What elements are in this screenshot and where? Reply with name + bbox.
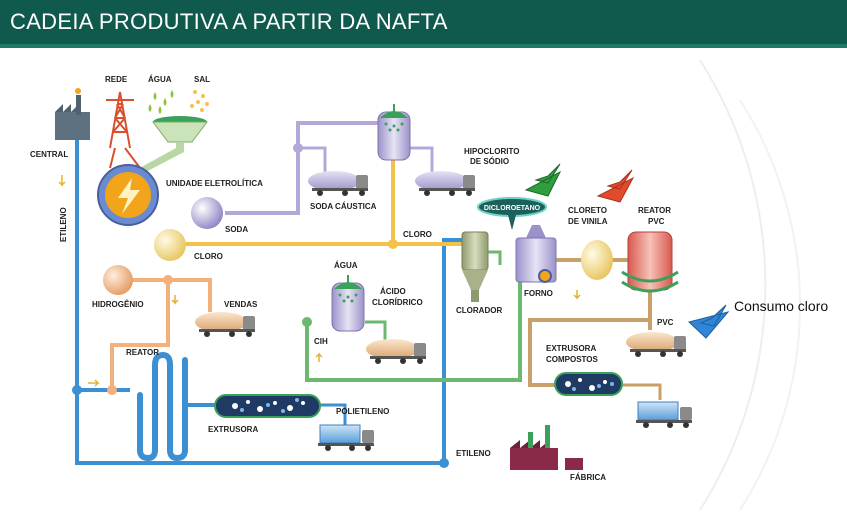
label-hidrogenio: HIDROGÊNIO <box>92 300 144 309</box>
soda-truck-pipe <box>298 146 327 172</box>
tank-truck-icon <box>195 312 255 337</box>
label-sal: SAL <box>194 75 210 84</box>
power-tower-icon <box>106 91 134 149</box>
pipe-junction <box>388 239 398 249</box>
flow-arrow-icon <box>315 352 323 362</box>
compostos-truck-pipe <box>622 383 662 400</box>
label-rede: REDE <box>105 75 128 84</box>
pipe-junction <box>302 317 312 327</box>
pipe-junction <box>72 385 82 395</box>
label-acido-l1: ÁCIDO <box>380 287 406 296</box>
clorador-column <box>461 231 489 302</box>
soda-pipe <box>225 121 378 215</box>
tank-truck-icon <box>366 339 426 364</box>
label-central: CENTRAL <box>30 150 68 159</box>
clorador-forno-pipe <box>488 250 502 265</box>
hidrogenio-pipe <box>120 278 212 312</box>
label-reator: REATOR <box>126 348 159 357</box>
cloro-sphere <box>154 229 186 261</box>
background-arc <box>739 99 801 511</box>
header-accent-strip <box>0 44 847 48</box>
label-extrusora: EXTRUSORA <box>208 425 258 434</box>
label-cloro-left: CLORO <box>194 252 223 261</box>
label-fabrica: FÁBRICA <box>570 473 606 482</box>
pipe-junction <box>163 275 173 285</box>
label-extrusora-compostos-l2: COMPOSTOS <box>546 355 599 364</box>
green-arrow-icon <box>524 163 562 197</box>
label-hipoclorito-l1: HIPOCLORITO <box>464 147 519 156</box>
background-arc <box>699 59 767 511</box>
salt-grains-icon <box>190 90 209 112</box>
label-soda: SODA <box>225 225 248 234</box>
label-soda-caustica: SODA CÁUSTICA <box>310 202 377 211</box>
electrolytic-unit <box>97 147 159 226</box>
label-extrusora-compostos-l1: EXTRUSORA <box>546 344 596 353</box>
dicloroetano-bubble <box>477 197 547 230</box>
label-hipoclorito-l2: DE SÓDIO <box>470 157 509 166</box>
forno-column <box>515 225 557 283</box>
flow-arrow-icon <box>171 295 179 305</box>
label-etileno-vertical: ETILENO <box>59 207 68 242</box>
hidrogenio-reator-pipe <box>110 280 170 390</box>
tank-truck-icon <box>415 171 475 196</box>
hipoclorito-pipe <box>410 146 434 172</box>
header-bar: CADEIA PRODUTIVA A PARTIR DA NAFTA <box>0 0 847 44</box>
blue-arrow-icon <box>687 304 730 339</box>
extrusora-truck-pipe <box>320 403 347 425</box>
flow-arrow-icon <box>88 379 100 387</box>
label-etileno-bottom: ETILENO <box>456 449 491 458</box>
reator-pvc-vessel <box>621 231 679 293</box>
label-cih: CIH <box>314 337 328 346</box>
fabrica-factory-icon <box>510 425 583 470</box>
soda-tank <box>377 104 411 161</box>
label-cloro-right: CLORO <box>403 230 432 239</box>
flow-arrow-icon <box>58 175 66 187</box>
central-factory-icon <box>55 88 90 140</box>
label-reator-pvc-l2: PVC <box>648 217 665 226</box>
cargo-truck-icon <box>318 424 374 451</box>
red-arrow-icon <box>596 169 635 203</box>
label-cloreto-l2: DE VINILA <box>568 217 608 226</box>
label-unidade-eletrolitica: UNIDADE ELETROLÍTICA <box>166 179 263 188</box>
acido-truck-pipe <box>365 320 387 340</box>
soda-sphere <box>191 197 223 229</box>
tank-truck-icon <box>308 171 368 196</box>
label-dicloroetano: DICLOROETANO <box>484 205 541 212</box>
page-title: CADEIA PRODUTIVA A PARTIR DA NAFTA <box>10 9 448 34</box>
hidrogenio-sphere <box>103 265 133 295</box>
label-agua-mid: ÁGUA <box>334 261 358 270</box>
label-vendas: VENDAS <box>224 300 258 309</box>
reator-serpentine <box>137 351 188 462</box>
label-reator-pvc-l1: REATOR <box>638 206 671 215</box>
label-consumo-cloro: Consumo cloro <box>734 298 828 314</box>
pipe-junction <box>293 143 303 153</box>
label-clorador: CLORADOR <box>456 306 502 315</box>
label-forno: FORNO <box>524 289 553 298</box>
label-acido-l2: CLORÍDRICO <box>372 298 423 307</box>
cargo-truck-icon <box>636 401 692 428</box>
extrusora-compostos <box>554 372 623 396</box>
label-polietileno: POLIETILENO <box>336 407 389 416</box>
extrusora-polietileno <box>214 394 321 418</box>
pipe-junction <box>439 458 449 468</box>
tank-truck-icon <box>626 332 686 357</box>
label-pvc: PVC <box>657 318 674 327</box>
lightning-icon <box>118 178 140 214</box>
flow-arrow-icon <box>573 290 581 300</box>
salt-water-hopper <box>136 116 208 175</box>
label-agua-top: ÁGUA <box>148 75 172 84</box>
label-cloreto-l1: CLORETO <box>568 206 607 215</box>
acido-tank <box>331 275 365 332</box>
cloreto-vinila-vessel <box>581 240 613 280</box>
water-drops-icon <box>148 90 174 114</box>
pipe-junction <box>107 385 117 395</box>
pvc-extrusora-pipe <box>528 318 650 387</box>
